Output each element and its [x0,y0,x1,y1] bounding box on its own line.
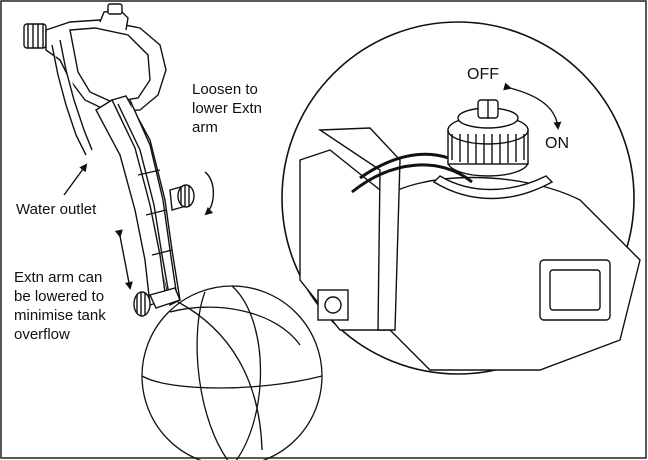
water-outlet-label: Water outlet [16,201,97,218]
rotation-arrow-icon [503,82,562,130]
float-ball-icon [141,285,323,460]
extn-arm-label: Extn arm can be lowered to minimise tank… [14,269,106,343]
valve-head [23,3,167,156]
pointer-arrow-icon [63,163,88,196]
loosen-label: Loosen to lower Extn arm [192,81,263,136]
adjustment-knob-icon [169,184,195,211]
rotation-arrow-icon [204,171,215,216]
on-label: ON [545,135,569,152]
double-arrow-icon [114,229,133,290]
extension-arm [95,95,181,307]
lower-knob-icon [133,287,181,317]
magnifier-circle [281,21,641,375]
off-label: OFF [467,66,499,83]
